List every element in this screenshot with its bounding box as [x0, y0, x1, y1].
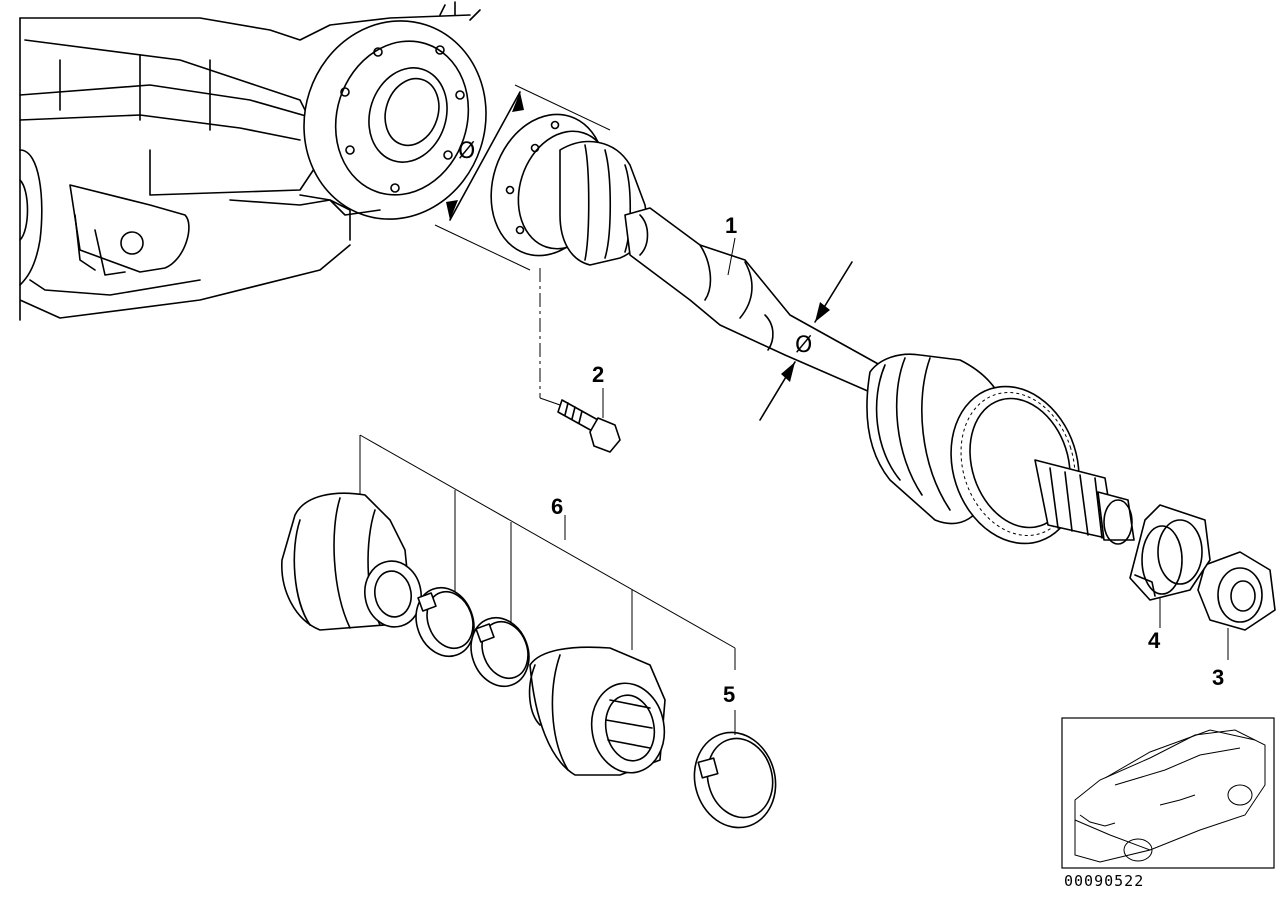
small-boot — [528, 646, 666, 776]
callout-1: 1 — [725, 213, 737, 238]
callout-6: 6 — [551, 494, 563, 519]
flange-diameter-dimension — [434, 84, 611, 271]
differential-output-flange — [299, 20, 487, 220]
bolt — [539, 268, 621, 453]
boot-clamp-small-1 — [415, 586, 475, 658]
lock-ring — [1129, 504, 1211, 628]
diameter-symbol-flange: Ø — [458, 139, 475, 164]
shaft-diameter-dimension — [759, 261, 853, 421]
diameter-symbol-shaft: Ø — [795, 333, 812, 358]
callout-3: 3 — [1212, 665, 1224, 690]
repair-kit-bracket — [359, 434, 736, 670]
boot-clamp-small-2 — [470, 616, 530, 688]
differential-housing — [19, 1, 481, 321]
callout-2: 2 — [592, 362, 604, 387]
boot-clamp-large — [693, 710, 777, 829]
callout-4: 4 — [1148, 628, 1161, 653]
callout-5: 5 — [723, 682, 735, 707]
large-boot — [281, 492, 422, 631]
car-thumbnail — [1061, 717, 1275, 869]
diagram-code: 00090522 — [1064, 872, 1144, 890]
collar-nut — [1197, 551, 1276, 660]
leader-1 — [727, 237, 736, 276]
drive-shaft — [490, 113, 1135, 545]
